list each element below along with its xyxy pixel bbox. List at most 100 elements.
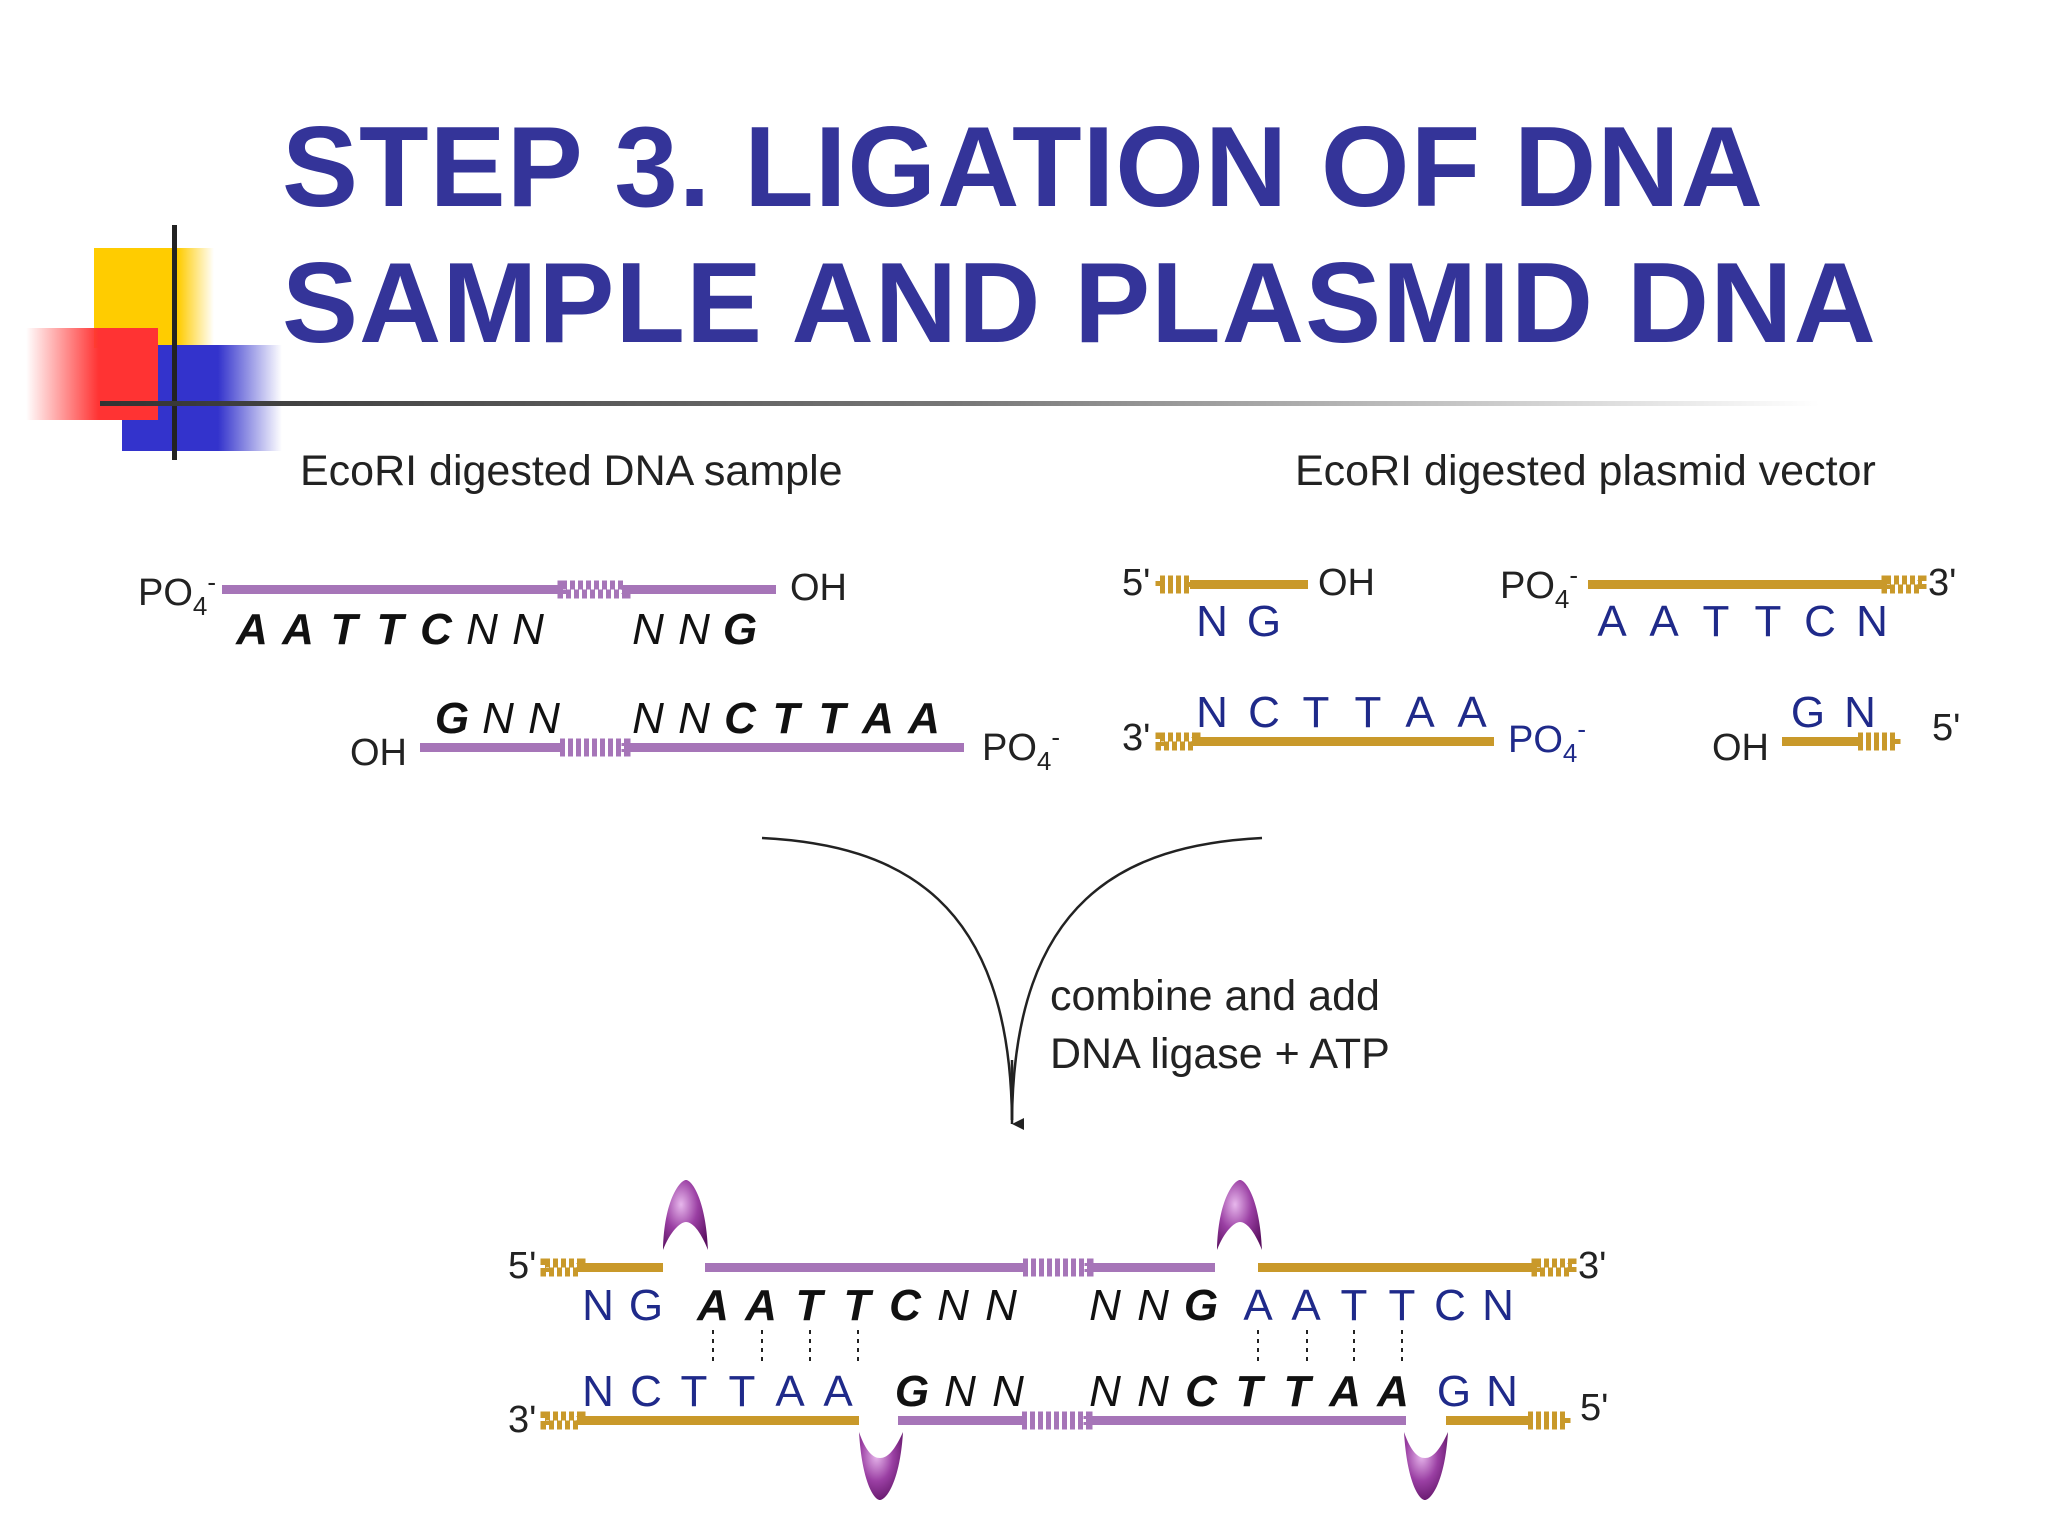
ligase-enzymes xyxy=(663,1180,1448,1500)
base-n: N xyxy=(985,1281,1017,1330)
sample-oh-bottom: OH xyxy=(350,732,407,774)
base-a: A xyxy=(281,605,314,654)
product-top-vector-left xyxy=(581,1263,663,1272)
base-n: N xyxy=(482,694,514,743)
base-n: N xyxy=(528,694,560,743)
base-a: A xyxy=(861,694,894,743)
product-bottom-vector-left xyxy=(581,1416,859,1425)
base-t: T xyxy=(1303,688,1330,737)
product-bottom-sample-left xyxy=(898,1416,1022,1425)
product-top-five-dashed xyxy=(540,1258,586,1277)
base-t: T xyxy=(377,605,407,654)
base-t: T xyxy=(1284,1367,1314,1416)
base-c: C xyxy=(889,1281,922,1330)
title-line-1: STEP 3. LIGATION OF DNA xyxy=(282,104,1764,231)
base-n: N xyxy=(1137,1367,1169,1416)
vector-right-oh: OH xyxy=(1712,727,1769,769)
vector-left-oh: OH xyxy=(1318,562,1375,604)
base-n: N xyxy=(632,605,664,654)
sample-top-strand-left xyxy=(222,585,562,594)
product-top-sample-right xyxy=(1089,1263,1215,1272)
base-a: A xyxy=(1597,597,1627,646)
sample-oh-top: OH xyxy=(790,567,847,609)
product-bottom-three-dashed xyxy=(540,1411,586,1430)
base-g: G xyxy=(1791,688,1825,737)
base-n: N xyxy=(582,1281,614,1330)
base-a: A xyxy=(235,605,268,654)
base-t: T xyxy=(1389,1281,1416,1330)
sample-top-strand-right xyxy=(626,585,776,594)
base-g: G xyxy=(1247,597,1281,646)
product-bottom-vector-right xyxy=(1446,1416,1528,1425)
base-c: C xyxy=(1434,1281,1466,1330)
vector-left-five-prime: 5' xyxy=(1122,562,1150,604)
base-g: G xyxy=(1437,1367,1471,1416)
base-t: T xyxy=(331,605,361,654)
base-n: N xyxy=(632,694,664,743)
base-g: G xyxy=(629,1281,663,1330)
base-a: A xyxy=(1243,1281,1273,1330)
base-a: A xyxy=(1405,688,1435,737)
base-n: N xyxy=(1196,597,1228,646)
base-c: C xyxy=(1248,688,1280,737)
base-a: A xyxy=(823,1367,853,1416)
base-a: A xyxy=(775,1367,805,1416)
title-rule xyxy=(100,401,1820,406)
product-top-vector-right xyxy=(1258,1263,1536,1272)
deco-vertical-line xyxy=(172,225,177,460)
sample-po4-bottom: PO4- xyxy=(982,722,1060,776)
base-a: A xyxy=(1376,1367,1409,1416)
base-n: N xyxy=(1856,597,1888,646)
product-bottom-five-prime: 5' xyxy=(1580,1387,1608,1429)
product-top-three-prime: 3' xyxy=(1578,1245,1606,1287)
base-t: T xyxy=(1341,1281,1368,1330)
sample-bottom-strand-right xyxy=(626,743,964,752)
vector-right-bottom-strand xyxy=(1782,737,1858,746)
base-c: C xyxy=(1804,597,1836,646)
base-t: T xyxy=(1355,688,1382,737)
ligase-icon-bottom-right xyxy=(1404,1432,1448,1500)
base-n: N xyxy=(1196,688,1228,737)
product-bottom-three-prime: 3' xyxy=(508,1399,536,1441)
base-t: T xyxy=(729,1367,756,1416)
base-c: C xyxy=(724,694,757,743)
slide-title: STEP 3. LIGATION OF DNA SAMPLE AND PLASM… xyxy=(282,100,2022,372)
base-n: N xyxy=(678,605,710,654)
product-bottom-sample-gap xyxy=(1017,1411,1093,1430)
sample-heading: EcoRI digested DNA sample xyxy=(300,447,843,495)
base-t: T xyxy=(844,1281,874,1330)
vector-right-bottom-dashed xyxy=(1853,732,1901,751)
product-top-five-prime: 5' xyxy=(508,1245,536,1287)
base-t: T xyxy=(773,694,803,743)
combine-arrow xyxy=(761,836,1263,1130)
base-n: N xyxy=(1089,1281,1121,1330)
product-top-three-dashed xyxy=(1531,1258,1577,1277)
sample-po4-top: PO4- xyxy=(138,567,216,621)
base-a: A xyxy=(744,1281,777,1330)
base-pair-dots xyxy=(712,1330,1403,1362)
base-n: N xyxy=(944,1367,976,1416)
step-label-line-1: combine and add xyxy=(1050,972,1380,1020)
sample-top-strand-gap xyxy=(557,580,631,599)
corner-decoration xyxy=(26,225,1820,460)
product-top-sample-left xyxy=(705,1263,1023,1272)
product-top-sample-gap xyxy=(1018,1258,1094,1277)
base-a: A xyxy=(1457,688,1487,737)
base-g: G xyxy=(895,1367,929,1416)
vector-right-top-strand xyxy=(1588,580,1886,589)
base-a: A xyxy=(907,694,940,743)
base-c: C xyxy=(630,1367,662,1416)
vector-left-three-prime: 3' xyxy=(1122,717,1150,759)
